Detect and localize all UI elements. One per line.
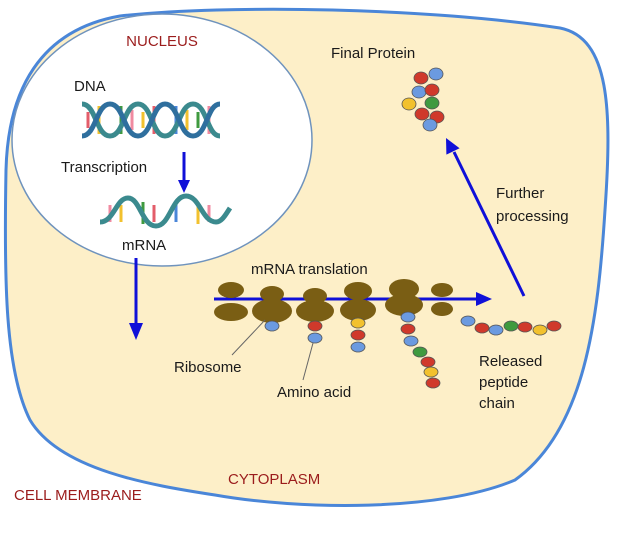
nucleus (11, 13, 313, 267)
amino-acid-leader-line (302, 342, 314, 381)
mrna-strand-icon (99, 193, 233, 229)
transcription-label: Transcription (61, 159, 147, 176)
further-processing-line1: Further (496, 185, 544, 202)
ribosome-small (431, 283, 453, 297)
transcription-arrow (178, 152, 190, 193)
amino-acid-label: Amino acid (277, 384, 351, 401)
released-peptide-chain (460, 315, 562, 336)
ribosomes (214, 279, 453, 323)
translation-arrow (214, 292, 492, 306)
nucleus-label: NUCLEUS (126, 33, 198, 50)
ribosome-2 (296, 288, 334, 322)
ribosome-small (218, 282, 244, 298)
released-label-line2: peptide (479, 374, 528, 391)
final-protein-label: Final Protein (331, 45, 415, 62)
ribosome-4 (385, 279, 423, 316)
ribosome-3 (340, 282, 376, 321)
final-protein-icon (401, 67, 445, 132)
processing-arrow (446, 138, 526, 297)
dna-helix-icon (81, 101, 221, 139)
ribosome-label: Ribosome (174, 359, 242, 376)
released-label-line3: chain (479, 395, 515, 412)
mrna-translation-label: mRNA translation (251, 261, 368, 278)
amino-acid-chains (264, 311, 441, 389)
released-label-line1: Released (479, 353, 542, 370)
mrna-label: mRNA (122, 237, 166, 254)
mrna-export-arrow (129, 258, 143, 340)
further-processing-line2: processing (496, 208, 569, 225)
ribosome-small (431, 302, 453, 316)
cell-membrane-label: CELL MEMBRANE (14, 487, 142, 504)
ribosome-leader-line (231, 319, 266, 356)
dna-label: DNA (74, 78, 106, 95)
ribosome-small (214, 303, 248, 321)
ribosome-1 (252, 286, 292, 323)
cytoplasm-label: CYTOPLASM (228, 471, 320, 488)
